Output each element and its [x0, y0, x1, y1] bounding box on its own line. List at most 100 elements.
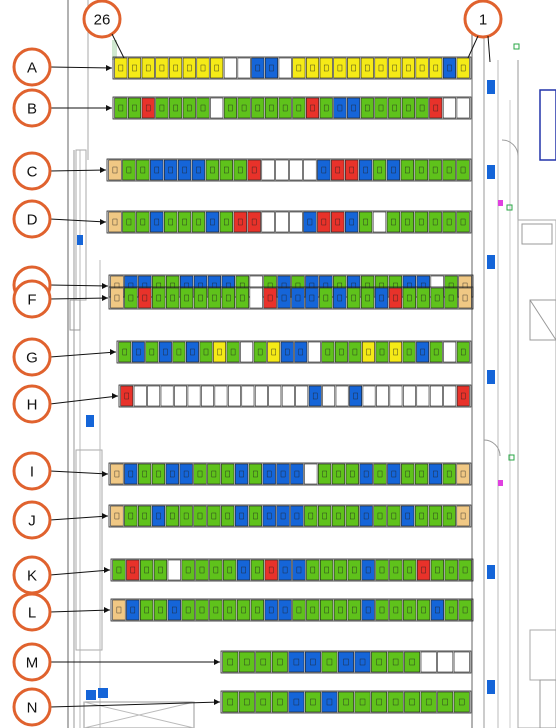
rack-green	[453, 691, 470, 713]
rack-green	[177, 211, 192, 233]
rack-detail	[310, 64, 315, 72]
rack-green	[321, 651, 338, 673]
rack-detail	[114, 294, 120, 302]
row-frame	[220, 690, 472, 714]
rack-green	[196, 97, 210, 119]
rack-detail	[198, 294, 203, 302]
leader-arrow	[214, 659, 220, 665]
callout-circle	[12, 337, 52, 377]
rack-green	[346, 287, 361, 309]
rack-detail	[425, 698, 432, 706]
rack-row-d	[106, 210, 472, 234]
rack-detail	[217, 348, 222, 356]
rack-green	[404, 691, 421, 713]
rack-white	[201, 385, 214, 407]
rack-green	[193, 505, 207, 527]
rack-detail	[168, 218, 173, 226]
rack-yellow	[319, 57, 333, 79]
rack-detail	[339, 348, 344, 356]
callout-circle	[12, 500, 52, 540]
rack-green	[414, 505, 429, 527]
rack-blue	[386, 159, 401, 181]
rack-detail	[182, 218, 187, 226]
row-label-g: G	[26, 350, 38, 367]
rack-detail	[224, 166, 229, 174]
rack-row-f	[108, 286, 474, 310]
rack-detail	[173, 104, 178, 112]
rack-green	[238, 651, 255, 673]
rack-detail	[244, 698, 250, 706]
rack-tan	[458, 287, 472, 309]
callout-a: A	[12, 47, 113, 87]
rack-detail	[118, 64, 124, 72]
rack-red	[247, 211, 261, 233]
rack-detail	[126, 218, 132, 226]
rack-green	[404, 651, 421, 673]
rack-green	[153, 599, 168, 621]
rack-detail	[434, 294, 440, 302]
rack-detail	[391, 512, 397, 520]
callout-n: N	[12, 687, 221, 727]
rack-detail	[196, 166, 201, 174]
rack-blue	[344, 211, 359, 233]
rack-detail	[269, 104, 274, 112]
rack-detail	[241, 566, 246, 574]
leader-line	[49, 701, 221, 708]
rack-red	[344, 159, 359, 181]
rack-detail	[461, 348, 466, 356]
rack-yellow	[388, 57, 402, 79]
rack-detail	[435, 606, 440, 614]
rack-detail	[322, 512, 327, 520]
rack-detail	[225, 470, 230, 478]
rack-detail	[112, 218, 118, 226]
callout-circle	[12, 199, 52, 239]
rack-green	[319, 599, 334, 621]
rack-green	[253, 341, 267, 363]
callout-circle	[12, 687, 52, 727]
rack-detail	[183, 470, 189, 478]
rack-detail	[419, 104, 425, 112]
rack-red	[317, 211, 331, 233]
rack-detail	[448, 566, 454, 574]
rack-green	[345, 505, 359, 527]
rack-detail	[293, 698, 300, 706]
rack-detail	[335, 218, 341, 226]
rack-detail	[366, 348, 371, 356]
rack-green	[304, 691, 321, 713]
rack-green	[306, 599, 320, 621]
rack-detail	[353, 392, 358, 400]
rack-detail	[419, 512, 424, 520]
rack-green	[375, 559, 389, 581]
rack-detail	[351, 64, 356, 72]
rack-detail	[376, 658, 382, 666]
rack-detail	[268, 606, 274, 614]
rack-green	[199, 341, 213, 363]
row-label-n: N	[27, 700, 38, 717]
rack-detail	[203, 348, 209, 356]
rack-green	[358, 211, 373, 233]
rack-detail	[460, 218, 466, 226]
callout-circle	[12, 88, 52, 128]
rack-detail	[260, 658, 267, 666]
rack-detail	[296, 606, 302, 614]
rack-white	[281, 385, 295, 407]
rack-green	[401, 97, 415, 119]
leader-arrow	[104, 607, 110, 613]
rack-detail	[406, 64, 411, 72]
rack-blue	[179, 463, 193, 485]
rack-detail	[460, 470, 466, 478]
rack-green	[139, 599, 154, 621]
rack-detail	[462, 294, 468, 302]
rack-detail	[365, 294, 370, 302]
rack-green	[122, 159, 136, 181]
row-frame	[116, 340, 472, 364]
rack-detail	[200, 104, 206, 112]
rack-green	[264, 97, 279, 119]
rack-detail	[182, 166, 187, 174]
rack-green	[402, 287, 417, 309]
rack-green	[321, 341, 335, 363]
rack-blue	[124, 463, 138, 485]
rack-green	[235, 287, 249, 309]
rack-yellow	[196, 57, 210, 79]
leader-line	[49, 351, 117, 358]
